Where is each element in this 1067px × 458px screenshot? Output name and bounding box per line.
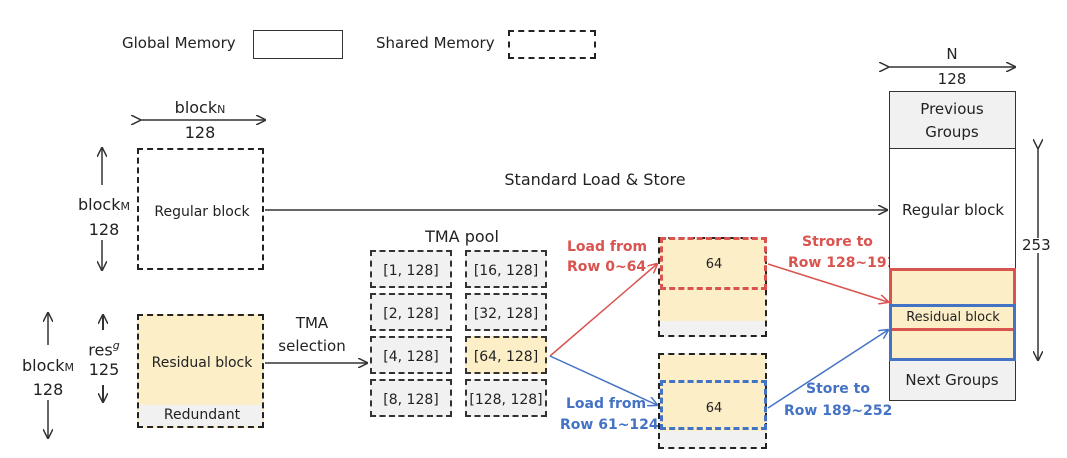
legend-shared-box [508,30,596,59]
legend-shared-label: Shared Memory [376,34,495,52]
store-bottom-line1: Store to [806,381,870,397]
store-top-region [889,268,1016,331]
tma-selection-line2: selection [278,337,346,355]
load-top-line2: Row 0~64 [567,259,647,275]
tile-bottom-load-region: 64 [660,380,767,430]
tma-pool-cell: [4, 128] [370,336,452,374]
legend-global-box [253,30,343,59]
next-groups-label: Next Groups [905,371,999,389]
blockm2-label: blockM [22,356,74,375]
load-bottom-line1: Load from [566,396,647,412]
store-top-line2: Row 128~191 [788,255,897,271]
store-top-arrow [767,263,888,302]
load-top-line1: Load from [567,239,648,255]
legend-global-label: Global Memory [122,34,236,52]
blockn-label: blockN [174,98,226,117]
res-label: resg [88,339,120,360]
tma-selection-line1: TMA [295,314,329,332]
tma-pool-cell: [16, 128] [465,250,547,288]
n-label: N [946,45,958,63]
blockm2-value: 128 [32,380,64,399]
residual-fill [890,268,1015,360]
residual-block-left: Residual block Redundant [137,314,264,428]
regular-block-right-label: Regular block [901,201,1005,219]
blockm-value: 128 [88,220,120,239]
residual-block-right-label: Residual block [906,310,1000,325]
blockn-value: 128 [184,123,216,142]
blockm-label: blockM [78,195,130,214]
redundant-label: Redundant [163,407,241,423]
next-groups-region: Next Groups [890,361,1015,400]
previous-line2: Groups [925,123,979,141]
tile-bottom-value: 64 [705,401,723,416]
redundant-region [139,405,262,426]
previous-groups-region: Previous Groups [890,92,1015,149]
tma-pool-cell-selected: [64, 128] [465,336,547,374]
tma-pool-cell: [8, 128] [370,379,452,417]
store-bottom-arrow [767,330,888,409]
store-bottom-region [889,304,1016,361]
load-bottom-arrow [549,355,657,405]
regular-block-left: Regular block [137,148,264,270]
tile-top-load-region: 64 [660,237,767,290]
standard-load-store-label: Standard Load & Store [504,170,686,189]
tma-pool-title: TMA pool [425,227,499,246]
tma-pool-cell: [2, 128] [370,293,452,331]
tile-bottom [658,353,767,449]
tma-pool-cell: [32, 128] [465,293,547,331]
regular-block-left-label: Regular block [154,204,250,220]
n-value: 128 [937,70,967,88]
tma-pool-cell: [1, 128] [370,250,452,288]
store-top-line1: Strore to [802,234,873,250]
tma-pool-cell: [128, 128] [465,379,547,417]
res-value: 125 [88,360,120,379]
residual-block-left-label: Residual block [151,355,253,371]
store-bottom-line2: Row 189~252 [784,403,893,419]
tile-top-value: 64 [705,257,723,272]
load-bottom-line2: Row 61~124 [560,417,659,433]
previous-line1: Previous [920,100,984,118]
height-value: 253 [1022,236,1051,254]
load-top-arrow [549,264,657,357]
